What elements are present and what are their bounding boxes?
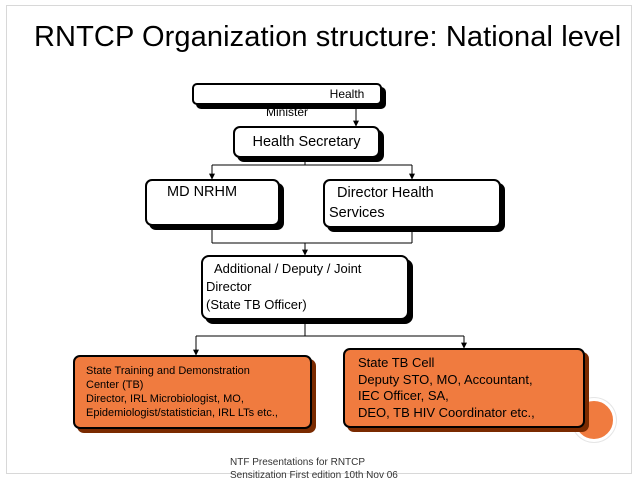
node-health-minister-label: Health Minister (265, 87, 365, 119)
node-health-secretary: Health Secretary (233, 126, 380, 158)
node-director-health-line1: Director Health (337, 185, 434, 201)
node-state-training-center: State Training and Demonstration Center … (73, 355, 312, 429)
node-state-tb-cell: State TB Cell Deputy STO, MO, Accountant… (343, 348, 585, 428)
footer-line1: NTF Presentations for RNTCP (230, 457, 366, 468)
node-additional-director-line3: (State TB Officer) (206, 297, 307, 312)
node-health-secretary-label: Health Secretary (252, 134, 361, 150)
node-md-nrhm-label: MD NRHM (167, 184, 238, 200)
node-tb-cell-line2: Deputy STO, MO, Accountant, (358, 371, 533, 387)
node-additional-director-line1: Additional / Deputy / Joint (214, 261, 362, 276)
node-health-minister: Health Minister (192, 83, 382, 119)
node-director-health-line2: Services (329, 205, 385, 221)
footer-line2: Sensitization First edition 10th Nov 06 (230, 470, 398, 481)
node-training-line2: Center (TB) (86, 379, 144, 391)
slide-frame (6, 5, 632, 474)
node-training-line1: State Training and Demonstration (86, 365, 250, 377)
page-title: RNTCP Organization structure: National l… (34, 21, 622, 53)
node-tb-cell-line3: IEC Officer, SA, (358, 388, 449, 403)
node-tb-cell-line1: State TB Cell (358, 355, 435, 370)
node-training-line3: Director, IRL Microbiologist, MO, (86, 393, 244, 405)
node-additional-director: Additional / Deputy / Joint Director (St… (201, 255, 409, 320)
node-director-health-services: Director Health Services (323, 179, 501, 228)
node-md-nrhm: MD NRHM (145, 179, 280, 226)
footer-credit: NTF Presentations for RNTCP Sensitizatio… (230, 456, 398, 482)
node-training-line4: Epidemiologist/statistician, IRL LTs etc… (86, 407, 278, 419)
node-tb-cell-line4: DEO, TB HIV Coordinator etc., (358, 404, 535, 420)
node-additional-director-line2: Director (206, 279, 252, 294)
